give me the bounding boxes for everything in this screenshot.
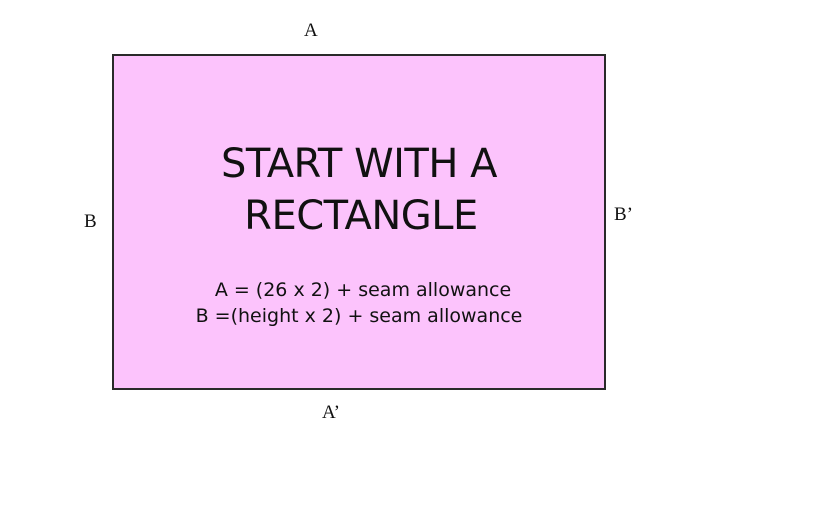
rectangle-shape: START WITH A RECTANGLE A = (26 x 2) + se…	[112, 54, 606, 390]
rectangle-title: START WITH A RECTANGLE	[114, 138, 604, 242]
edge-label-right: B’	[614, 204, 633, 225]
edge-label-bottom: A’	[322, 402, 340, 423]
formula-b: B =(height x 2) + seam allowance	[195, 305, 523, 327]
edge-label-left: B	[84, 211, 97, 232]
formula-a: A = (26 x 2) + seam allowance	[214, 279, 512, 301]
title-line-1: START WITH A	[220, 141, 498, 187]
edge-label-top: A	[304, 20, 318, 41]
formula-block: A = (26 x 2) + seam allowance B =(height…	[114, 277, 604, 329]
title-line-2: RECTANGLE	[244, 193, 478, 239]
